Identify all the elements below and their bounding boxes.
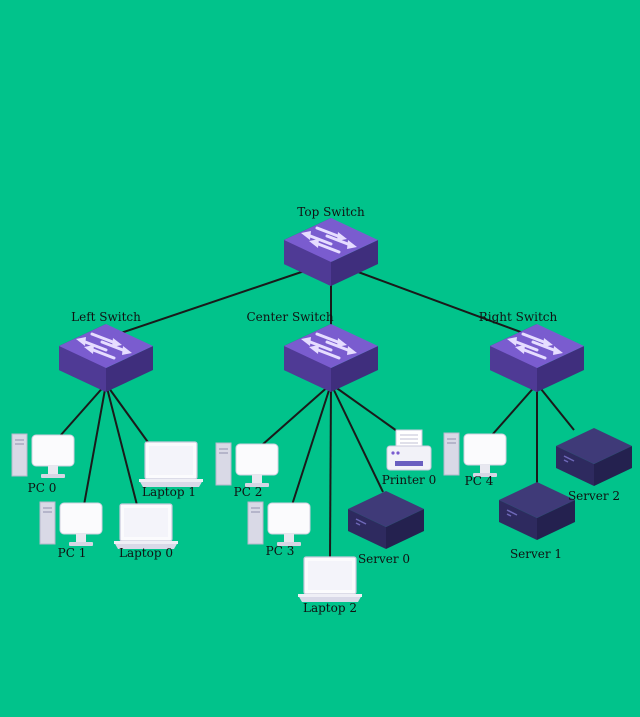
link-left-pc0	[59, 383, 107, 437]
network-switch-icon	[57, 322, 155, 394]
desktop-pc-icon	[39, 501, 103, 547]
device-label: Server 0	[358, 552, 410, 566]
server-2: Server 2	[555, 427, 633, 503]
laptop-2: Laptop 2	[297, 556, 363, 615]
link-center-server0	[330, 383, 384, 493]
center-switch: Center Switch	[246, 310, 380, 394]
network-switch-icon	[282, 216, 380, 288]
link-left-pc1	[83, 383, 107, 506]
server-icon	[347, 490, 425, 550]
link-left-laptop0	[105, 383, 138, 506]
device-label: Laptop 2	[303, 601, 357, 615]
desktop-pc-icon	[11, 433, 75, 479]
pc-3: PC 3	[247, 501, 311, 558]
server-0: Server 0	[347, 490, 425, 566]
device-label: Server 1	[510, 547, 562, 561]
link-center-printer0	[330, 383, 405, 437]
switch-label: Right Switch	[479, 310, 558, 324]
link-right-pc4	[491, 383, 538, 436]
link-top-right	[330, 261, 538, 339]
link-center-pc2	[261, 383, 332, 446]
device-label: Laptop 0	[119, 546, 173, 560]
printer-icon	[386, 429, 432, 471]
laptop-icon	[138, 441, 204, 488]
link-center-laptop2	[329, 383, 332, 559]
server-1: Server 1	[498, 481, 576, 561]
server-icon	[555, 427, 633, 487]
device-label: Printer 0	[382, 473, 437, 487]
connection-links	[59, 261, 575, 559]
laptop-icon	[297, 556, 363, 603]
printer-0: Printer 0	[382, 429, 437, 487]
laptop-icon	[113, 503, 179, 550]
top-switch: Top Switch	[282, 205, 380, 288]
link-top-left	[105, 261, 332, 339]
device-label: PC 4	[465, 474, 494, 488]
desktop-pc-icon	[247, 501, 311, 547]
link-center-pc3	[291, 383, 332, 506]
network-switch-icon	[282, 322, 380, 394]
network-switch-icon	[488, 322, 586, 394]
device-label: PC 1	[58, 546, 87, 560]
left-switch: Left Switch	[57, 310, 155, 394]
link-left-laptop1	[105, 383, 151, 446]
device-label: Laptop 1	[142, 485, 196, 499]
right-switch: Right Switch	[479, 310, 586, 394]
pc-1: PC 1	[39, 501, 103, 560]
switch-label: Center Switch	[246, 310, 333, 324]
device-label: PC 2	[234, 485, 263, 499]
pc-0: PC 0	[11, 433, 75, 495]
switch-label: Left Switch	[71, 310, 141, 324]
device-label: PC 0	[28, 481, 57, 495]
desktop-pc-icon	[215, 442, 279, 488]
link-right-server2	[536, 383, 575, 431]
device-label: Server 2	[568, 489, 620, 503]
laptop-1: Laptop 1	[138, 441, 204, 499]
switch-label: Top Switch	[297, 205, 365, 219]
desktop-pc-icon	[443, 432, 507, 478]
server-icon	[498, 481, 576, 541]
pc-2: PC 2	[215, 442, 279, 499]
device-label: PC 3	[266, 544, 295, 558]
laptop-0: Laptop 0	[113, 503, 179, 560]
pc-4: PC 4	[443, 432, 507, 488]
